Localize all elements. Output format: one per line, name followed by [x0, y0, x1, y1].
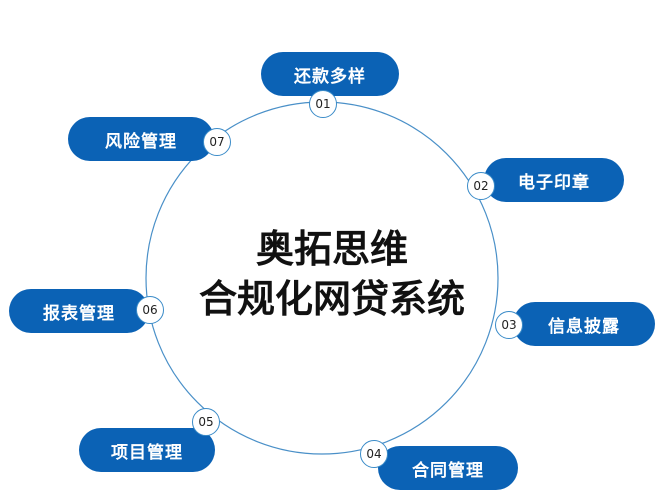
node-number-06: 06 — [136, 296, 164, 324]
node-number-01: 01 — [309, 90, 337, 118]
node-pill-04: 合同管理 — [378, 446, 518, 490]
node-pill-03: 信息披露 — [513, 302, 655, 346]
node-label-06: 报表管理 — [43, 303, 115, 324]
node-number-02: 02 — [467, 172, 495, 200]
node-label-03: 信息披露 — [548, 316, 620, 337]
node-label-07: 风险管理 — [105, 131, 177, 152]
node-pill-02: 电子印章 — [484, 158, 624, 202]
node-label-01: 还款多样 — [294, 66, 366, 87]
node-pill-06: 报表管理 — [9, 289, 149, 333]
center-title-line-2: 合规化网贷系统 — [198, 276, 465, 321]
node-pill-01: 还款多样 — [261, 52, 399, 96]
node-number-05: 05 — [192, 408, 220, 436]
node-label-02: 电子印章 — [518, 172, 590, 193]
node-label-05: 项目管理 — [111, 442, 183, 463]
node-number-07: 07 — [203, 128, 231, 156]
node-pill-05: 项目管理 — [79, 428, 215, 472]
node-number-03: 03 — [495, 311, 523, 339]
center-title-line-1: 奥拓思维 — [255, 226, 408, 271]
node-number-04: 04 — [360, 440, 388, 468]
node-pill-07: 风险管理 — [68, 117, 214, 161]
node-label-04: 合同管理 — [412, 460, 484, 481]
